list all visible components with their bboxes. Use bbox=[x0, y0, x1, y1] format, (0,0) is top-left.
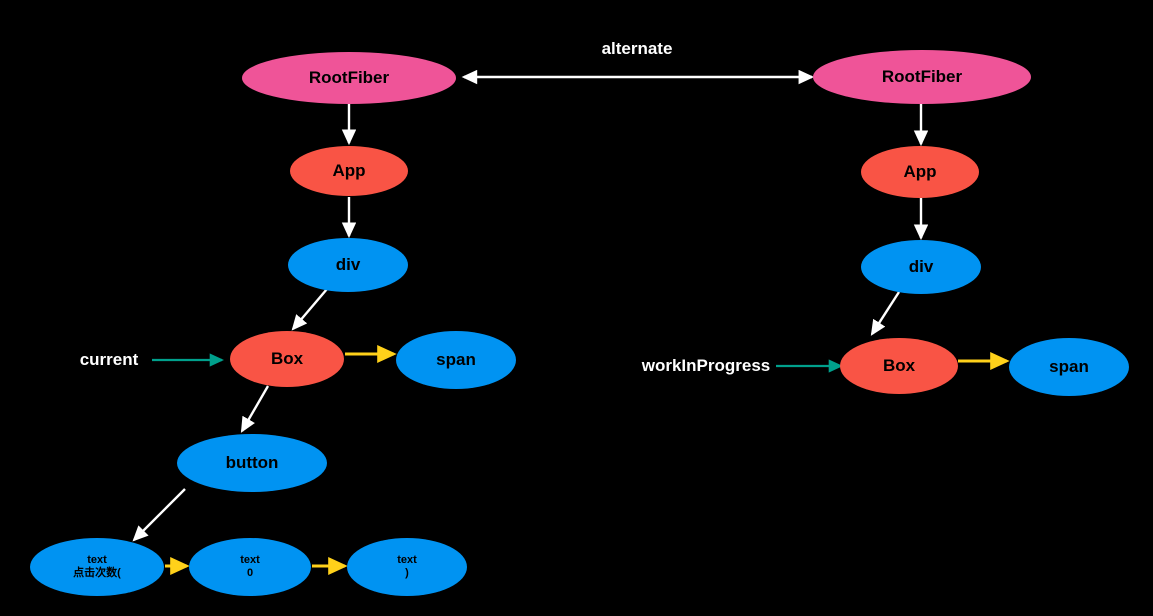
fiber-node-label: App bbox=[903, 162, 937, 182]
fiber-node-left-app[interactable]: App bbox=[290, 146, 408, 196]
fiber-node-left-span[interactable]: span bbox=[396, 331, 516, 389]
edge-child-left-button-to-left-text-1 bbox=[132, 488, 186, 542]
fiber-node-label: span bbox=[436, 350, 476, 370]
fiber-node-left-button[interactable]: button bbox=[177, 434, 327, 492]
fiber-node-sublabel: 点击次数( bbox=[73, 567, 121, 579]
fiber-node-label: button bbox=[225, 453, 279, 473]
fiber-node-sublabel: 0 bbox=[246, 567, 254, 579]
fiber-node-label: div bbox=[908, 257, 934, 277]
fiber-node-label: RootFiber bbox=[881, 67, 963, 87]
edge-label-work-in-progress: workInProgress bbox=[641, 356, 771, 375]
fiber-node-label: div bbox=[335, 255, 361, 275]
edge-label-alternate: alternate bbox=[601, 39, 673, 58]
fiber-node-left-box[interactable]: Box bbox=[230, 331, 344, 387]
fiber-node-left-rootfiber[interactable]: RootFiber bbox=[242, 52, 456, 104]
fiber-node-label: Box bbox=[270, 349, 304, 369]
fiber-node-left-div[interactable]: div bbox=[288, 238, 408, 292]
edge-child-left-box-to-left-button bbox=[240, 385, 270, 433]
fiber-node-sublabel: ) bbox=[405, 567, 409, 579]
fiber-node-right-box[interactable]: Box bbox=[840, 338, 958, 394]
fiber-node-label: text bbox=[240, 554, 260, 567]
fiber-node-right-rootfiber[interactable]: RootFiber bbox=[813, 50, 1031, 104]
edge-child-right-div-to-right-box bbox=[870, 291, 901, 336]
fiber-node-label: text bbox=[87, 554, 107, 567]
fiber-node-label: span bbox=[1049, 357, 1089, 377]
fiber-node-label: RootFiber bbox=[308, 68, 390, 88]
fiber-node-right-app[interactable]: App bbox=[861, 146, 979, 198]
edge-child-left-div-to-left-box bbox=[291, 288, 328, 331]
fiber-node-right-div[interactable]: div bbox=[861, 240, 981, 294]
edge-label-current: current bbox=[79, 350, 139, 369]
fiber-node-label: App bbox=[332, 161, 366, 181]
fiber-node-left-text-3[interactable]: text) bbox=[347, 538, 467, 596]
fiber-node-label: text bbox=[397, 554, 417, 567]
fiber-node-right-span[interactable]: span bbox=[1009, 338, 1129, 396]
fiber-node-label: Box bbox=[882, 356, 916, 376]
